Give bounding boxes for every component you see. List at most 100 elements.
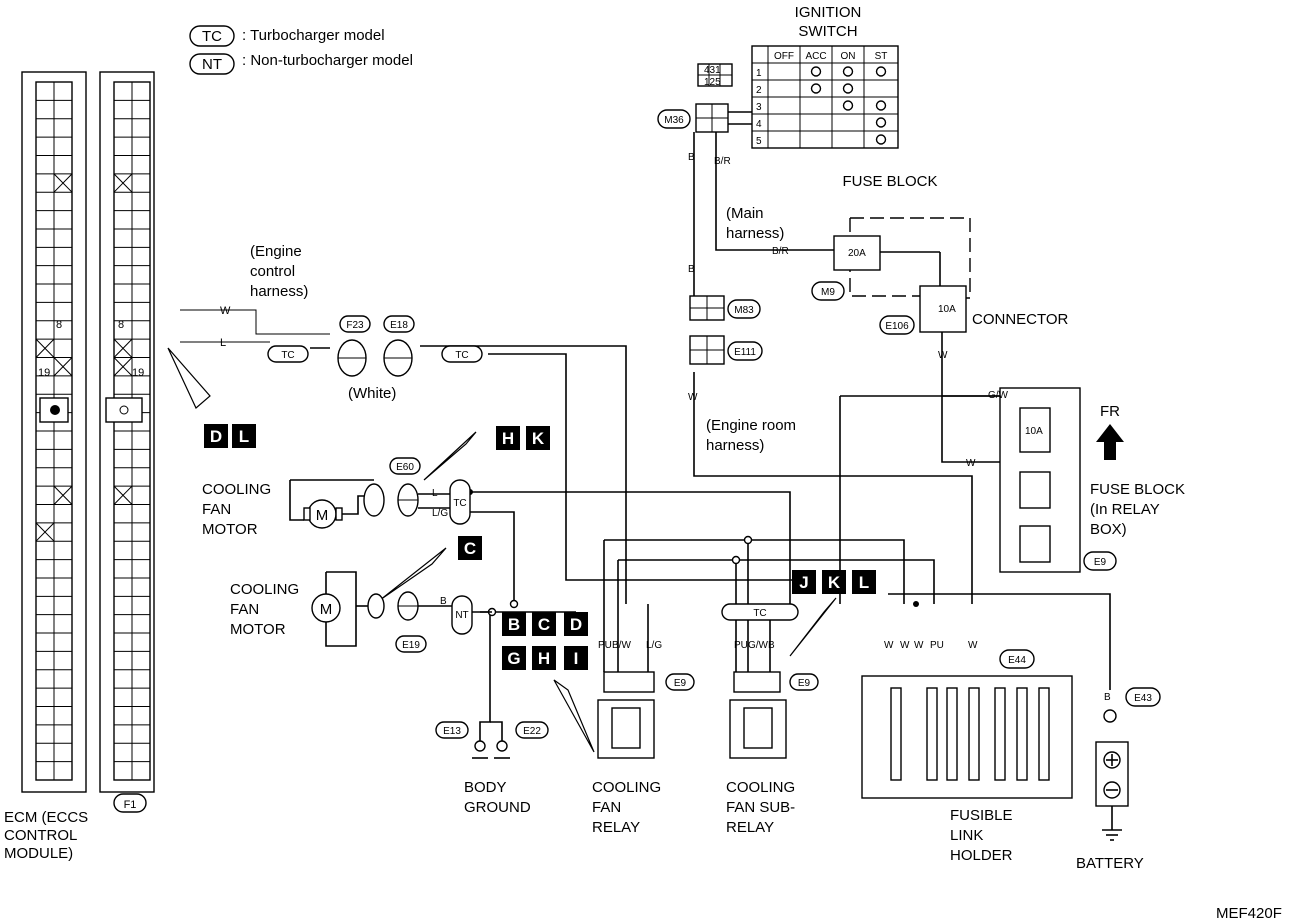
e9c-badge — [1083, 551, 1117, 571]
ref-d: D — [210, 427, 222, 446]
ref-c2: C — [538, 615, 550, 634]
main-harness-1: (Main — [726, 205, 764, 222]
ecm-label-3: MODULE) — [4, 845, 73, 862]
fusible-link — [1038, 687, 1050, 781]
tc-mark-1 — [267, 345, 309, 363]
e19-label: E19 — [402, 640, 420, 651]
e44-badge — [999, 649, 1035, 669]
white-label: (White) — [348, 385, 396, 402]
fr-arrow-icon — [1096, 424, 1124, 460]
ref-group-dl: D L — [204, 424, 256, 448]
fuse-block-relay-3: BOX) — [1090, 521, 1127, 538]
fuse-block-relay-2: (In RELAY — [1090, 501, 1160, 518]
fusible-label-1: FUSIBLE — [950, 807, 1013, 824]
f1-pin-8: 8 — [118, 319, 124, 331]
ecm-pin-8: 8 — [56, 319, 62, 331]
e13-label: E13 — [443, 726, 461, 737]
ref-k2: K — [828, 573, 841, 592]
ignition-row-3: 3 — [756, 102, 762, 113]
ground-e13-icon — [474, 740, 486, 752]
wire-w-fl3: W — [914, 640, 924, 651]
e111-badge — [727, 341, 763, 361]
ground-e22-icon — [496, 740, 508, 752]
ref-group-ghi: G H I — [502, 646, 588, 670]
f1-lock-tab — [105, 397, 143, 423]
m83-badge — [727, 299, 761, 319]
fan-motor-b-1: COOLING — [230, 581, 299, 598]
figure-code: MEF420F — [1216, 905, 1282, 922]
wire-br-2: B/R — [714, 156, 731, 167]
wire-b-motor: B — [440, 596, 447, 607]
wire-l-ec: L — [220, 337, 226, 349]
sub-relay-label-1: COOLING — [726, 779, 795, 796]
fusible-link — [968, 687, 980, 781]
e9a-label: E9 — [674, 678, 687, 689]
wire-b-2: B — [688, 264, 695, 275]
e106-label: E106 — [885, 321, 909, 332]
fan-motor-b-2: FAN — [230, 601, 259, 618]
ref-d2: D — [570, 615, 582, 634]
e9a-badge — [665, 673, 695, 691]
relay-fuse-10a — [1019, 407, 1051, 453]
fan-motor-b-icon — [311, 593, 341, 623]
ignition-pin-label: 431 — [704, 65, 721, 76]
ref-l: L — [239, 427, 249, 446]
fan-motor-a-2: FAN — [202, 501, 231, 518]
f1-lock-dot — [119, 405, 129, 415]
m9-badge — [811, 281, 845, 301]
relay-label-1: COOLING — [592, 779, 661, 796]
legend-tc-badge — [189, 25, 235, 47]
wire-br-1: B/R — [772, 246, 789, 257]
engine-control-2: control — [250, 263, 295, 280]
ref-h2: H — [538, 649, 550, 668]
ref-group-bcd: B C D — [502, 612, 588, 636]
relay-fuse-2 — [1019, 471, 1051, 509]
wire-w-fl2: W — [900, 640, 910, 651]
wire-w-2: W — [966, 458, 976, 469]
ignition-row-1: 1 — [756, 68, 762, 79]
wire-w-fl4: W — [968, 640, 978, 651]
wire-lg-relay: L/G — [646, 640, 662, 651]
tc-mark-3-text: TC — [453, 498, 466, 509]
wire-b-sub: B — [768, 640, 775, 651]
e9c-label: E9 — [1094, 557, 1107, 568]
fuse-10a: 10A — [938, 304, 956, 315]
wire-w-ec: W — [220, 305, 231, 317]
m36-label: M36 — [664, 115, 684, 126]
e43-label: E43 — [1134, 693, 1152, 704]
ref-h: H — [502, 429, 514, 448]
sub-relay-label-3: RELAY — [726, 819, 774, 836]
ref-c: C — [464, 539, 476, 558]
main-harness-2: harness) — [726, 225, 784, 242]
wire-gw-sub: G/W — [748, 640, 769, 651]
wire-pu-relay: PU — [598, 640, 612, 651]
body-ground-2: GROUND — [464, 799, 531, 816]
fr-label: FR — [1100, 403, 1120, 420]
wire-lg-motor: L/G — [432, 508, 448, 519]
legend-nt-text: : Non-turbocharger model — [242, 52, 413, 69]
e22-badge — [515, 721, 549, 739]
relay-label-3: RELAY — [592, 819, 640, 836]
ref-group-jkl: J K L — [792, 570, 876, 594]
e22-label: E22 — [523, 726, 541, 737]
engine-control-3: harness) — [250, 283, 308, 300]
e19-badge — [395, 635, 427, 653]
e13-badge — [435, 721, 469, 739]
fuse-block-relay-1: FUSE BLOCK — [1090, 481, 1185, 498]
tc-mark-4 — [721, 603, 799, 621]
fusible-link — [994, 687, 1006, 781]
wiring — [180, 111, 1111, 712]
e43-badge — [1125, 687, 1161, 707]
fan-motor-a-1: COOLING — [202, 481, 271, 498]
ignition-row-2: 2 — [756, 85, 762, 96]
e9b-badge — [789, 673, 819, 691]
e18-label: E18 — [390, 320, 408, 331]
f23-label: F23 — [346, 320, 364, 331]
svg-text:M: M — [316, 507, 329, 524]
engine-room-2: harness) — [706, 437, 764, 454]
arrow-ghi-icon — [553, 679, 595, 753]
ecm-lock-dot — [50, 405, 60, 415]
wire-bw-relay: B/W — [612, 640, 631, 651]
